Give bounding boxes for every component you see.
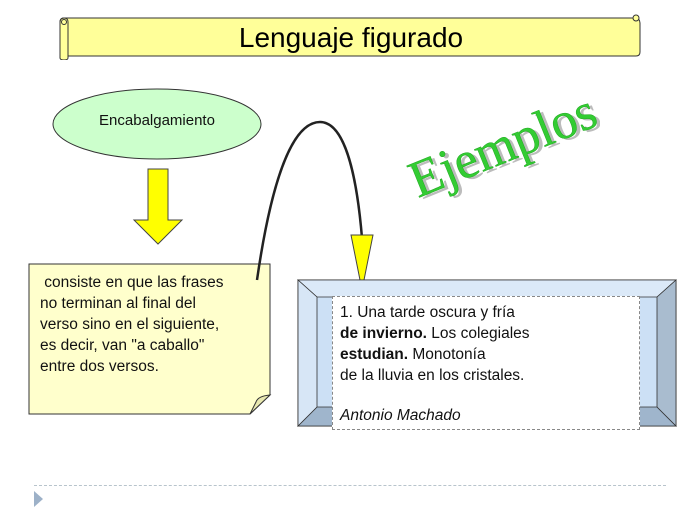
definition-line: verso sino en el siguiente, [40,316,220,333]
poem-line: de invierno. Los colegiales [340,323,640,344]
poem-line: de la lluvia en los cristales. [340,367,525,384]
poem-bold: de invierno. [340,325,427,342]
example-textbox [332,296,640,430]
poem-text: Monotonía [408,346,486,363]
wordart-ejemplos: Ejemplos Ejemplos [401,100,600,210]
page-title: Lenguaje figurado [238,22,464,53]
wordart-text: Ejemplos [401,100,600,209]
definition-line: entre dos versos. [40,358,159,375]
concept-label: Encabalgamiento [99,112,215,129]
concept-ellipse [52,88,262,160]
definition-text: consiste en que las frases no terminan a… [40,272,265,377]
poem-author: Antonio Machado [340,407,461,424]
poem-bold: estudian. [340,346,409,363]
definition-line: es decir, van "a caballo" [40,337,205,354]
footer-divider [34,485,666,486]
footer-play-icon [34,491,43,507]
definition-line: no terminan al final del [40,295,196,312]
poem-line: estudian. Monotonía [340,344,640,365]
down-arrow-icon [132,168,184,245]
poem-line: 1. Una tarde oscura y fría [340,304,515,321]
example-poem: 1. Una tarde oscura y fría de invierno. … [340,302,640,386]
title-banner [59,14,641,60]
definition-note [28,263,272,415]
poem-text: Los colegiales [427,325,530,342]
definition-line: consiste en que las frases [40,274,224,291]
curved-arrow-icon [255,120,374,291]
